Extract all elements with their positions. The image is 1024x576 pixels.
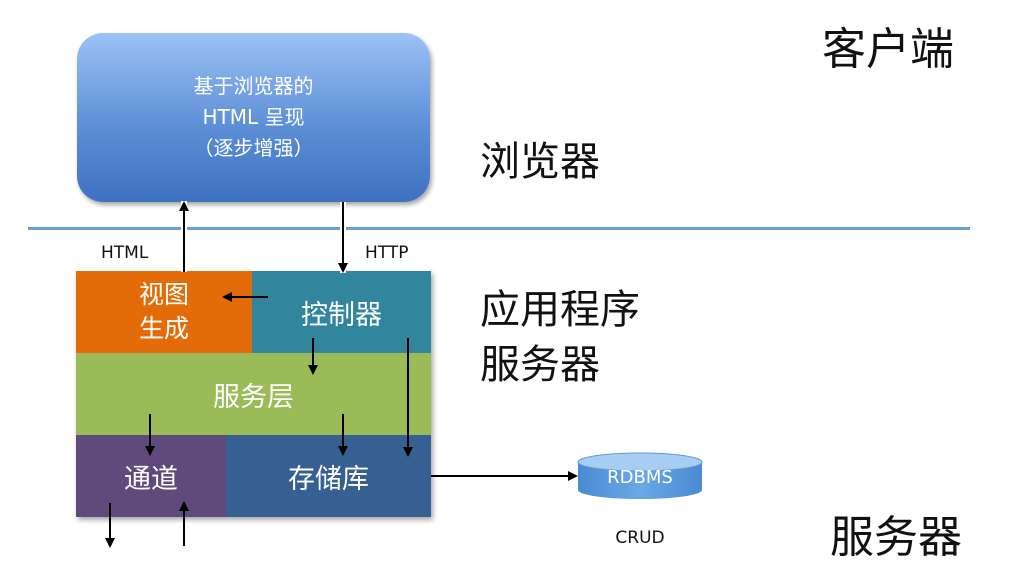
client-server-divider [28, 227, 970, 230]
rdbms-label: RDBMS [607, 467, 673, 488]
browser-rendering-box: 基于浏览器的 HTML 呈现 （逐步增强） [77, 33, 430, 202]
controller-label: 控制器 [301, 299, 382, 331]
channel-label: 通道 [124, 463, 178, 495]
service-layer-block: 服务层 [76, 353, 431, 435]
html-arrow-label: HTML [101, 243, 149, 263]
app-server-label-line2: 服务器 [480, 342, 600, 388]
server-label: 服务器 [830, 512, 962, 563]
view-gen-line2: 生成 [138, 314, 189, 343]
repository-label: 存储库 [288, 463, 369, 495]
service-label: 服务层 [213, 381, 294, 413]
browser-box-line2: HTML 呈现 [202, 105, 305, 129]
app-server-label-line1: 应用程序 [480, 287, 640, 333]
browser-box-line3: （逐步增强） [193, 136, 314, 160]
crud-label: CRUD [615, 528, 665, 548]
view-gen-line1: 视图 [138, 280, 189, 309]
browser-box-line1: 基于浏览器的 [193, 74, 314, 98]
controller-block: 控制器 [252, 271, 431, 353]
client-label: 客户端 [822, 24, 954, 75]
http-arrow-label: HTTP [365, 243, 409, 263]
view-generation-block: 视图 生成 [76, 271, 252, 353]
browser-label: 浏览器 [480, 139, 600, 185]
repository-block: 存储库 [226, 435, 431, 517]
rdbms-cylinder [577, 452, 703, 499]
